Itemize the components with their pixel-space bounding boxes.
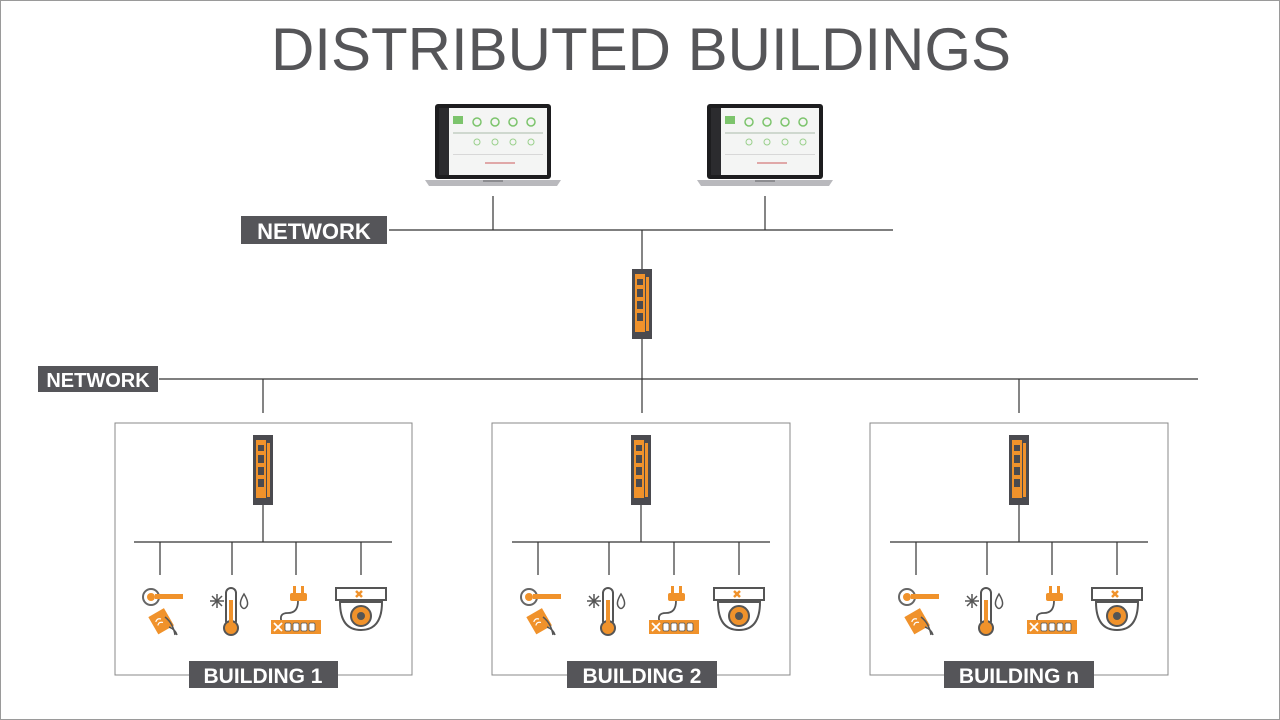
building-1: BUILDING 1	[114, 422, 413, 688]
access-control-icon	[142, 588, 184, 636]
network-label-upper: NETWORK	[241, 216, 387, 244]
network-label-lower-text: NETWORK	[46, 370, 150, 392]
upper-network-lines	[389, 196, 893, 269]
building-n: BUILDING n	[869, 422, 1169, 688]
page-title: DISTRIBUTED BUILDINGS	[270, 16, 1012, 83]
access-control-icon	[898, 588, 940, 636]
building-1-label: BUILDING 1	[203, 665, 322, 688]
building-2-label: BUILDING 2	[582, 665, 701, 688]
building-1-controller	[253, 435, 273, 505]
building-n-label: BUILDING n	[959, 665, 1079, 688]
network-label-lower: NETWORK	[38, 366, 158, 392]
temperature-sensor-icon	[209, 587, 249, 636]
camera-icon	[334, 586, 388, 632]
camera-icon	[1090, 586, 1144, 632]
laptop-2	[696, 103, 834, 187]
building-2-controller	[631, 435, 651, 505]
network-label-upper-text: NETWORK	[257, 219, 371, 244]
building-2: BUILDING 2	[491, 422, 791, 688]
camera-icon	[712, 586, 766, 632]
power-meter-icon	[648, 585, 700, 635]
central-controller	[632, 269, 652, 339]
power-meter-icon	[1026, 585, 1078, 635]
laptop-1	[424, 103, 562, 187]
lower-network-lines	[159, 339, 1198, 413]
building-n-controller	[1009, 435, 1029, 505]
temperature-sensor-icon	[586, 587, 626, 636]
access-control-icon	[520, 588, 562, 636]
temperature-sensor-icon	[964, 587, 1004, 636]
power-meter-icon	[270, 585, 322, 635]
